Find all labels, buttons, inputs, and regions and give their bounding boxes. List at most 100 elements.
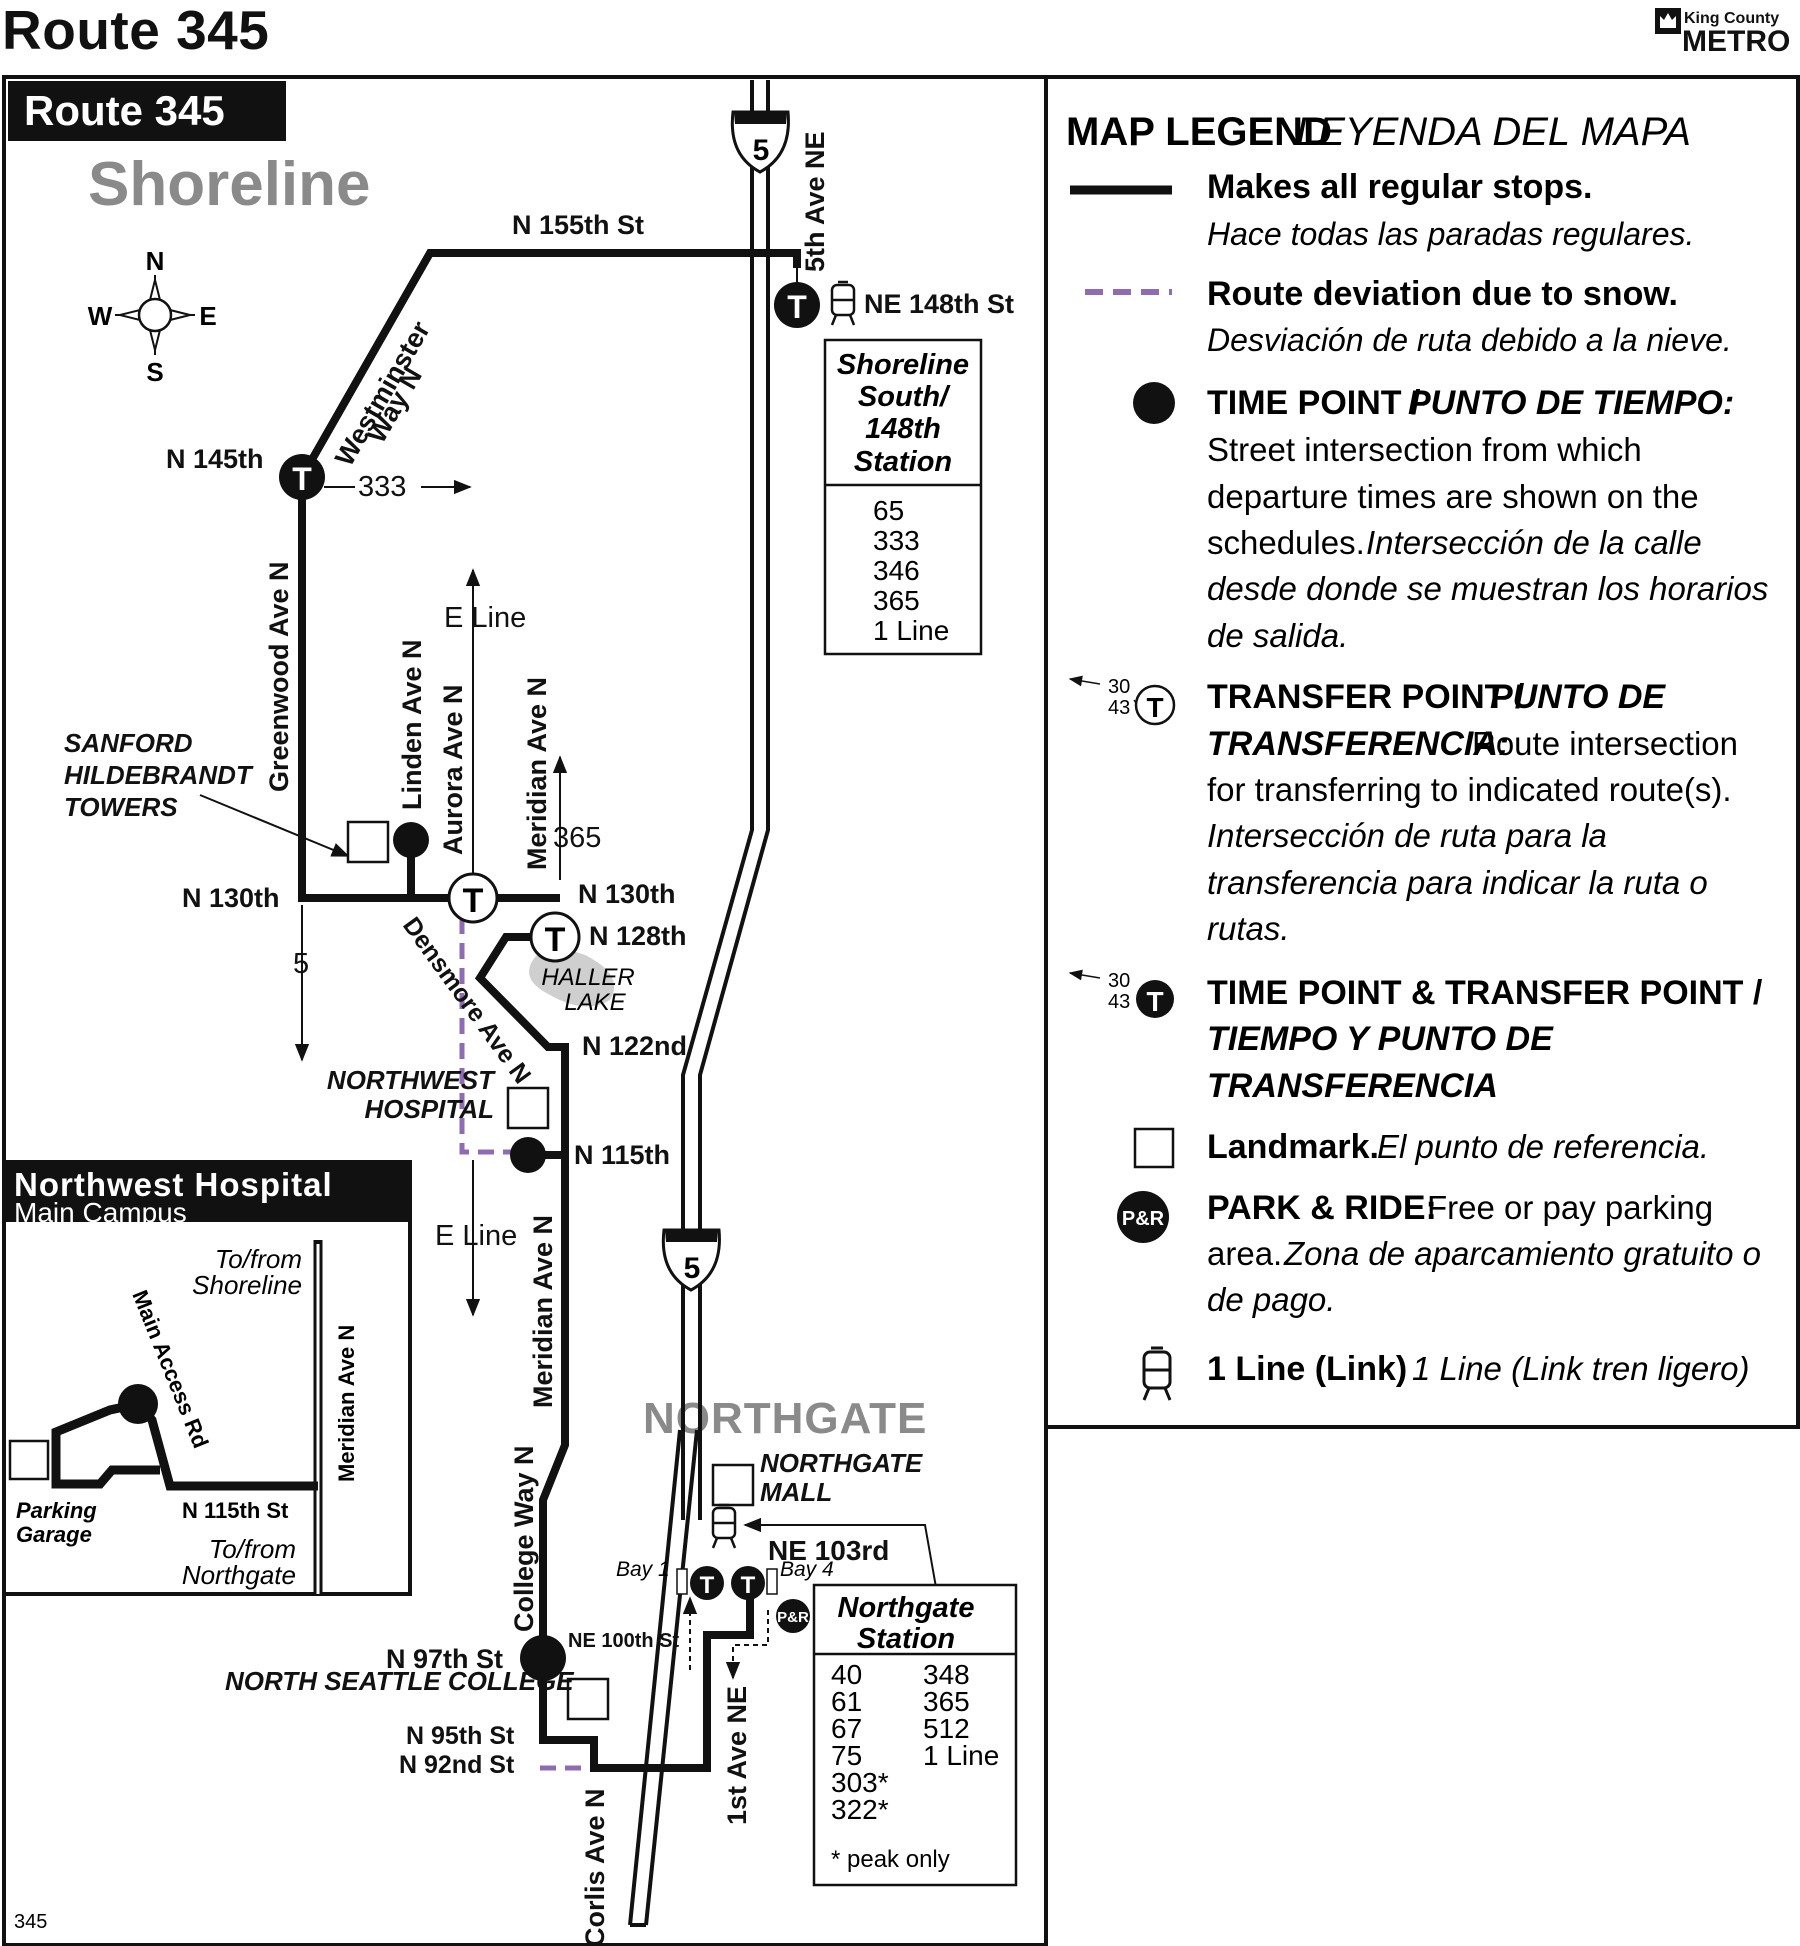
route-333-label: 333 (358, 471, 406, 503)
legend-link-en: 1 Line (Link) (1207, 1350, 1407, 1388)
svg-text:T: T (545, 921, 566, 959)
legend-both-arrow (1068, 969, 1101, 981)
legend-link-es: 1 Line (Link tren ligero) (1412, 1350, 1750, 1387)
svg-text:P&R: P&R (777, 1609, 809, 1626)
legend-transfer-num-2: 43 (1108, 697, 1130, 719)
snow-route (459, 918, 590, 1771)
legend-timepoint-es-1: Intersección de la calle (1366, 524, 1702, 561)
label-n92: N 92nd St (399, 1751, 515, 1779)
northgate-route-c1-5: 303* (831, 1767, 889, 1798)
area-northgate: NORTHGATE (643, 1394, 927, 1443)
page-number: 345 (14, 1911, 47, 1933)
label-n95: N 95th St (406, 1722, 515, 1750)
inset-to-shoreline-2: Shoreline (192, 1270, 302, 1300)
legend-title-es: LEYENDA DEL MAPA (1296, 110, 1691, 154)
landmark-sanford-towers (346, 820, 390, 864)
timepoint-transfer-ne148: T (774, 282, 820, 328)
label-meridian-top: Meridian Ave N (522, 677, 552, 870)
eline-south-label: E Line (435, 1220, 517, 1252)
eline-north-label: E Line (444, 602, 526, 634)
timepoint-linden (393, 822, 429, 858)
northgate-route-c1-4: 75 (831, 1740, 862, 1771)
sanford-pointer (199, 794, 350, 857)
northgate-route-c1-2: 61 (831, 1686, 862, 1717)
svg-text:5: 5 (684, 1252, 701, 1285)
legend-snow-es: Desviación de ruta debido a la nieve. (1207, 322, 1732, 358)
interstate-5 (628, 80, 770, 1927)
label-linden: Linden Ave N (397, 639, 427, 810)
inset-parking-label-2: Garage (16, 1522, 92, 1547)
legend-pr-line-2a: area. (1207, 1235, 1282, 1272)
legend-pr-line-2b: Zona de aparcamiento gratuito o (1283, 1235, 1761, 1272)
map-legend: MAP LEGEND LEYENDA DEL MAPA Makes all re… (1066, 110, 1768, 1401)
legend-transfer-num-1: 30 (1108, 676, 1130, 698)
svg-text:T: T (700, 1572, 715, 1599)
shoreline-station-title-2: South/ (858, 381, 951, 413)
legend-both-head-3: TRANSFERENCIA (1207, 1067, 1498, 1105)
sanford-label-2: HILDEBRANDT (64, 760, 254, 790)
compass-e: E (199, 301, 216, 331)
label-n97: N 97th St (386, 1644, 503, 1674)
shoreline-station-title-4: Station (854, 446, 952, 478)
train-icon-ne148 (830, 280, 856, 326)
mall-label-2: MALL (760, 1477, 832, 1507)
legend-timepoint-line-1: Street intersection from which (1207, 431, 1642, 468)
legend-timepoint-es-2: desde donde se muestran los horarios (1207, 570, 1768, 607)
bay-4-label: Bay 4 (780, 1558, 834, 1581)
shoreline-route-2: 333 (873, 525, 920, 556)
legend-both-symbol: T (1136, 980, 1174, 1018)
legend-timepoint-line-3: schedules. (1207, 524, 1365, 561)
svg-text:T: T (1146, 692, 1163, 723)
label-n130-right: N 130th (578, 879, 676, 909)
bay-4-marker (766, 1568, 778, 1595)
bay-1-label: Bay 1 (616, 1558, 670, 1581)
svg-text:T: T (463, 882, 484, 920)
legend-transfer-symbol: T (1134, 684, 1176, 726)
sanford-label-3: TOWERS (64, 792, 178, 822)
label-aurora: Aurora Ave N (438, 684, 468, 855)
label-n122: N 122nd (582, 1031, 687, 1061)
legend-both-num-2: 43 (1108, 991, 1130, 1013)
svg-text:T: T (741, 1572, 756, 1599)
timepoint-transfer-bay4: T (731, 1566, 765, 1600)
label-corlis: Corlis Ave N (580, 1788, 610, 1946)
northgate-route-c1-3: 67 (831, 1713, 862, 1744)
label-ne103: NE 103rd (768, 1535, 889, 1566)
svg-text:P&R: P&R (1122, 1208, 1165, 1230)
transfer-n128: T (529, 911, 581, 963)
label-n115: N 115th (574, 1140, 670, 1170)
legend-transfer-head-es2: TRANSFERENCIA: (1207, 725, 1509, 763)
svg-text:T: T (1146, 986, 1163, 1017)
label-ne148: NE 148th St (864, 289, 1014, 319)
compass-icon: N S E W (88, 246, 217, 387)
compass-w: W (88, 301, 113, 331)
route-badge (8, 81, 286, 141)
shoreline-route-1: 65 (873, 495, 904, 526)
shoreline-route-3: 346 (873, 555, 920, 586)
legend-pr-line-1: Free or pay parking (1427, 1189, 1713, 1226)
inset-main-access-label: Main Access Rd (127, 1287, 213, 1452)
legend-snow-en: Route deviation due to snow. (1207, 275, 1678, 313)
label-ne100: NE 100th St (568, 1630, 679, 1652)
legend-transfer-head-en: TRANSFER POINT / (1207, 678, 1525, 716)
legend-frame (1044, 75, 1800, 1429)
timepoint-n97 (520, 1635, 566, 1681)
label-meridian-bottom: Meridian Ave N (528, 1215, 558, 1408)
legend-transfer-es-2: transferencia para indicar la ruta o (1207, 864, 1708, 901)
legend-transfer-es-1: Intersección de ruta para la (1207, 817, 1607, 854)
legend-landmark-es: El punto de referencia. (1377, 1128, 1709, 1165)
northgate-route-c2-2: 365 (923, 1686, 970, 1717)
legend-timepoint-head-en: TIME POINT / (1207, 384, 1421, 422)
legend-timepoint-dot (1133, 382, 1175, 424)
legend-regular-en: Makes all regular stops. (1207, 168, 1593, 206)
legend-landmark-box (1133, 1127, 1175, 1169)
label-1st-ave: 1st Ave NE (722, 1686, 752, 1825)
train-icon-northgate (711, 1503, 737, 1549)
route-badge-text: Route 345 (24, 87, 225, 134)
shoreline-route-5: 1 Line (873, 615, 949, 646)
legend-timepoint-head-es: PUNTO DE TIEMPO: (1408, 384, 1734, 422)
legend-landmark-en: Landmark. (1207, 1128, 1379, 1166)
northgate-route-c1-1: 40 (831, 1659, 862, 1690)
station-pointer (743, 1517, 941, 1611)
